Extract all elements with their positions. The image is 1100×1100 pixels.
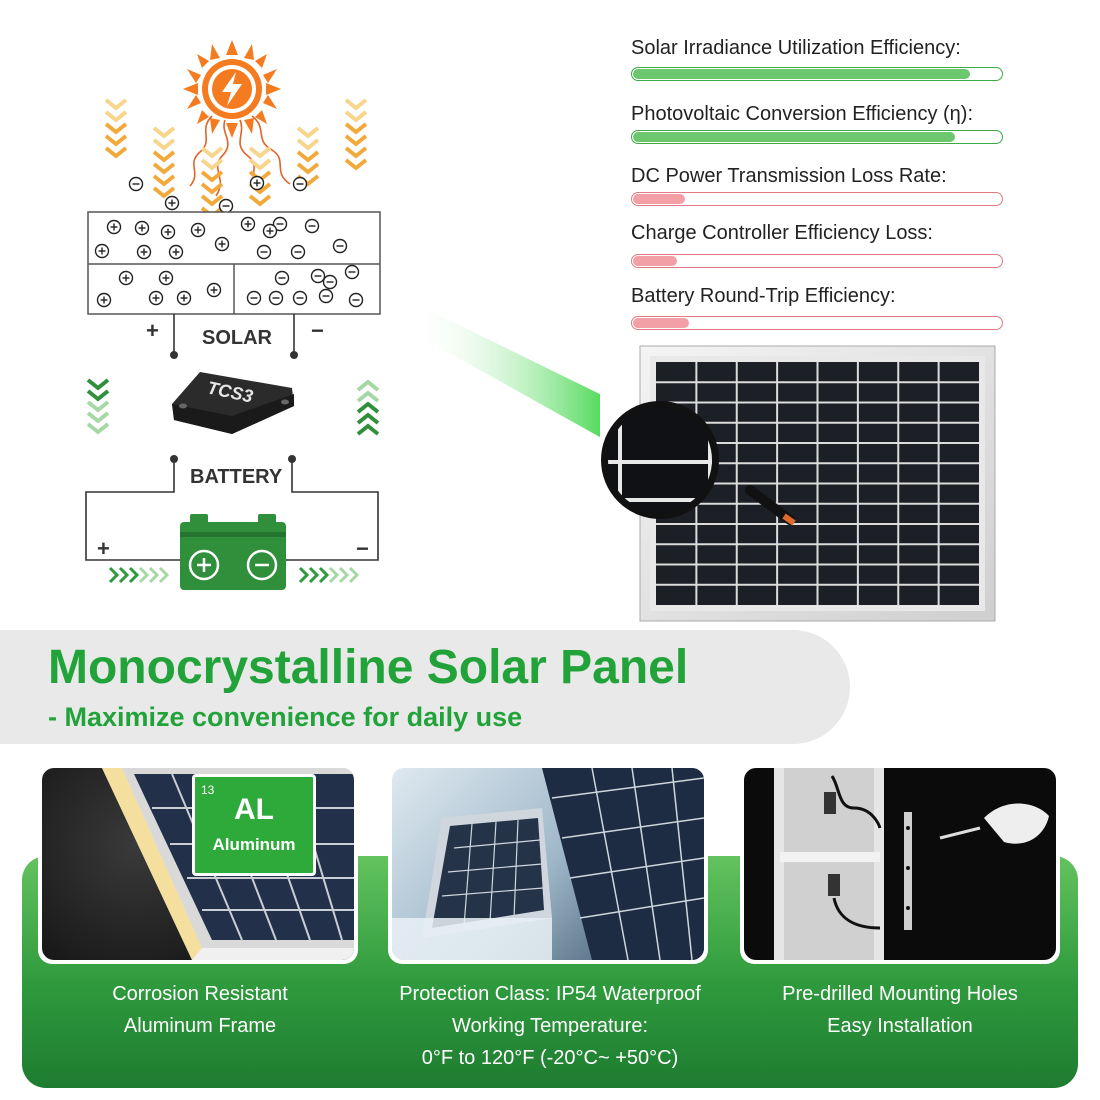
page-title: Monocrystalline Solar Panel bbox=[48, 641, 689, 694]
metric-bar bbox=[631, 192, 1003, 206]
caption-line: 0°F to 120°F (-20°C~ +50°C) bbox=[421, 1047, 679, 1069]
heading-banner bbox=[0, 630, 850, 744]
feature-card-mounting bbox=[740, 764, 1060, 964]
metric-bar-fill bbox=[633, 69, 970, 79]
solar-panel-photo bbox=[601, 345, 996, 622]
metric-bar-fill bbox=[633, 318, 689, 328]
sun-icon bbox=[183, 40, 281, 138]
caption-line: Aluminum Frame bbox=[123, 1015, 277, 1037]
aluminum-badge: 13 AL Aluminum bbox=[192, 774, 316, 876]
current-flow-arrows bbox=[86, 378, 380, 436]
feature-card-waterproof bbox=[388, 764, 708, 964]
metric-bar bbox=[631, 316, 1003, 330]
metric-bar bbox=[631, 254, 1003, 268]
caption-line: Pre-drilled Mounting Holes bbox=[782, 983, 1018, 1005]
metric-bar-fill bbox=[633, 132, 955, 142]
feature-caption-waterproof: Protection Class: IP54 Waterproof Workin… bbox=[380, 978, 720, 1074]
feature-card-frame: 13 AL Aluminum bbox=[38, 764, 358, 964]
battery-plus-sign: + bbox=[97, 536, 110, 561]
feature-caption-mounting: Pre-drilled Mounting Holes Easy Installa… bbox=[730, 978, 1070, 1042]
solar-system-diagram bbox=[85, 40, 600, 590]
metric-label: Solar Irradiance Utilization Efficiency: bbox=[631, 37, 961, 59]
solar-plus-sign: + bbox=[146, 318, 159, 343]
charge-controller-icon bbox=[172, 372, 294, 434]
waterproof-photo bbox=[392, 768, 704, 960]
caption-line: Protection Class: IP54 Waterproof bbox=[399, 983, 701, 1005]
caption-line: Corrosion Resistant bbox=[112, 983, 288, 1005]
solar-label: SOLAR bbox=[202, 327, 272, 349]
page-subtitle: - Maximize convenience for daily use bbox=[48, 702, 523, 732]
solar-cell-box bbox=[87, 211, 381, 315]
metric-label: DC Power Transmission Loss Rate: bbox=[631, 165, 947, 187]
battery-label: BATTERY bbox=[190, 466, 283, 488]
metric-bar-fill bbox=[633, 256, 678, 266]
circuit-wires bbox=[85, 314, 379, 561]
badge-number: 13 bbox=[201, 783, 215, 797]
magnify-beam bbox=[408, 300, 600, 438]
badge-symbol: AL bbox=[234, 793, 274, 826]
battery-icon bbox=[180, 514, 286, 590]
caption-line: Working Temperature: bbox=[451, 1015, 648, 1037]
feature-caption-frame: Corrosion Resistant Aluminum Frame bbox=[30, 978, 370, 1042]
metric-label: Battery Round-Trip Efficiency: bbox=[631, 285, 896, 307]
mounting-photo bbox=[744, 768, 1056, 960]
metric-label: Charge Controller Efficiency Loss: bbox=[631, 222, 933, 244]
badge-name: Aluminum bbox=[212, 835, 296, 854]
caption-line: Easy Installation bbox=[827, 1015, 973, 1037]
sunlight-arrows bbox=[104, 98, 368, 219]
solar-minus-sign: − bbox=[311, 318, 324, 343]
metric-bar bbox=[631, 130, 1003, 144]
metric-label: Photovoltaic Conversion Efficiency (η): bbox=[631, 103, 974, 125]
battery-minus-sign: − bbox=[356, 536, 369, 561]
frame-photo: 13 AL Aluminum bbox=[42, 768, 354, 960]
metric-bar bbox=[631, 67, 1003, 81]
metric-bar-fill bbox=[633, 194, 685, 204]
